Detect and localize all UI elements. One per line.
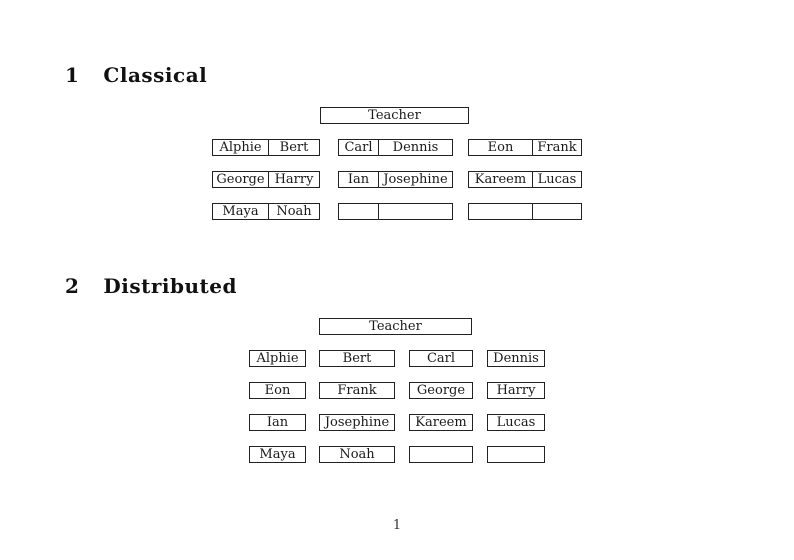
desk-pair: Alphie Bert [212,139,320,156]
desk: Lucas [487,414,545,431]
desk [487,446,545,463]
desk-pair: George Harry [212,171,320,188]
desk-cell: Harry [274,172,314,187]
section-number: 2 [65,274,80,298]
desk-cell [469,204,533,219]
desk: Ian [249,414,306,431]
desk-cell: Kareem [469,172,533,187]
teacher-box: Teacher [320,107,469,124]
desk: Bert [319,350,395,367]
desk: Dennis [487,350,545,367]
desk-pair: Eon Frank [468,139,582,156]
section-number: 1 [65,63,80,87]
desk-cell: Ian [339,172,379,187]
desk-cell: Alphie [213,140,269,155]
desk: Kareem [409,414,473,431]
desk-cell: Josephine [383,172,448,187]
desk-cell: Dennis [392,140,439,155]
desk: Eon [249,382,306,399]
desk: George [409,382,473,399]
desk [409,446,473,463]
desk-cell: Carl [339,140,379,155]
desk: Harry [487,382,545,399]
desk-cell [379,204,452,219]
desk-cell: Noah [276,204,312,219]
section-heading-classical: 1 Classical [65,63,207,87]
section-title: Classical [103,63,208,87]
desk-cell: George [213,172,269,187]
desk-pair [468,203,582,220]
desk: Noah [319,446,395,463]
teacher-box: Teacher [319,318,472,335]
desk-cell: Frank [537,140,577,155]
desk-pair: Maya Noah [212,203,320,220]
desk: Alphie [249,350,306,367]
desk: Frank [319,382,395,399]
desk-cell: Maya [213,204,269,219]
section-title: Distributed [103,274,237,298]
desk: Josephine [319,414,395,431]
desk-cell [533,204,581,219]
section-heading-distributed: 2 Distributed [65,274,237,298]
desk: Carl [409,350,473,367]
desk-pair: Kareem Lucas [468,171,582,188]
desk-cell: Eon [469,140,533,155]
desk-cell [339,204,379,219]
desk-cell: Bert [279,140,309,155]
teacher-label: Teacher [368,108,421,123]
desk-pair: Carl Dennis [338,139,453,156]
desk-cell: Lucas [537,172,577,187]
teacher-label: Teacher [369,319,422,334]
desk-pair: Ian Josephine [338,171,453,188]
desk-pair [338,203,453,220]
page-number: 1 [392,518,402,533]
desk: Maya [249,446,306,463]
